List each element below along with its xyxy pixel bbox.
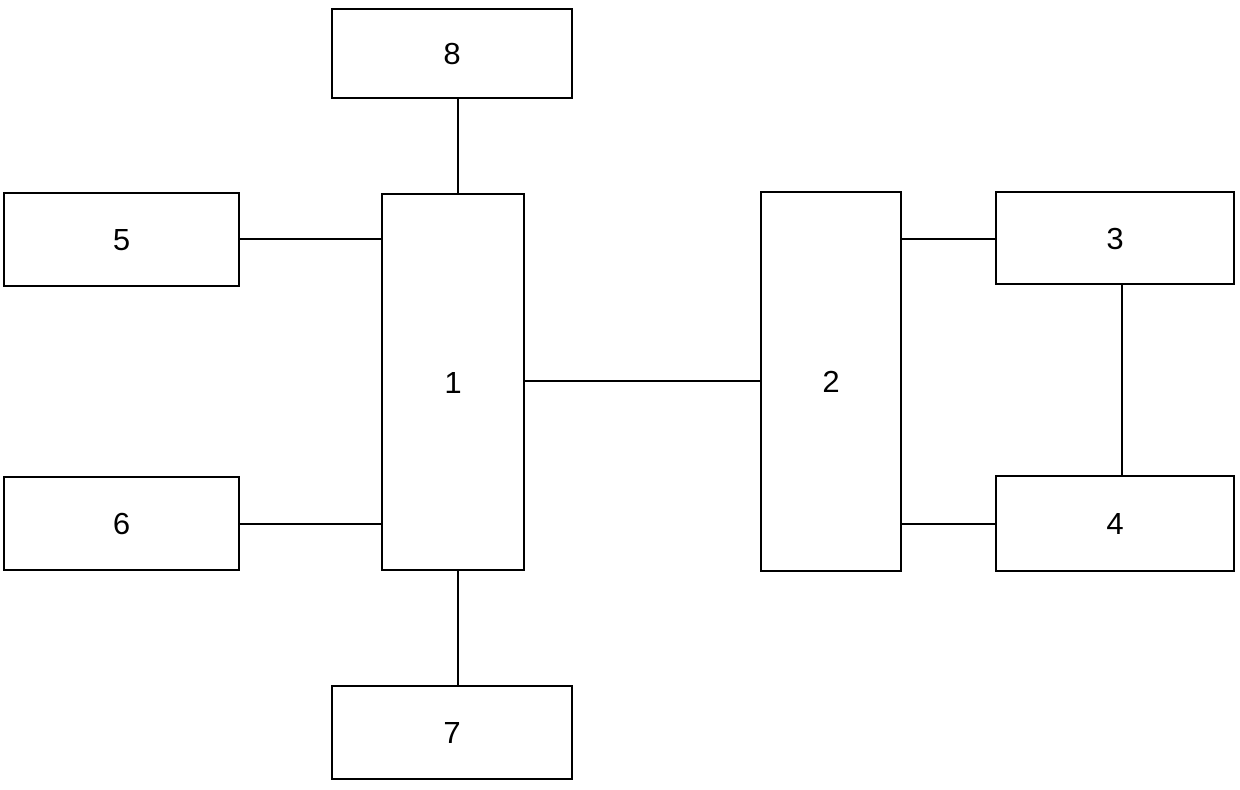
connector-2-to-4: [901, 523, 996, 525]
block-node-5-label: 5: [112, 222, 131, 257]
connector-2-to-3: [901, 238, 996, 240]
block-node-2[interactable]: 2: [760, 191, 902, 572]
block-node-7[interactable]: 7: [331, 685, 573, 780]
connector-3-to-4: [1121, 284, 1123, 476]
block-node-3[interactable]: 3: [995, 191, 1235, 285]
block-node-8-label: 8: [443, 36, 461, 71]
block-node-3-label: 3: [1106, 220, 1124, 256]
block-node-2-label: 2: [822, 364, 840, 399]
connector-5-to-1: [240, 238, 382, 240]
block-node-1-label: 1: [444, 364, 462, 400]
block-node-6-label: 6: [112, 506, 131, 541]
block-node-8[interactable]: 8: [331, 8, 573, 99]
connector-8-to-1: [457, 99, 459, 194]
block-node-4-label: 4: [1106, 506, 1124, 541]
connector-1-to-7: [457, 570, 459, 686]
block-node-7-label: 7: [443, 715, 461, 750]
connector-6-to-1: [240, 523, 382, 525]
block-node-1[interactable]: 1: [381, 193, 525, 571]
block-node-5[interactable]: 5: [3, 192, 240, 287]
block-node-6[interactable]: 6: [3, 476, 240, 571]
block-node-4[interactable]: 4: [995, 475, 1235, 572]
connector-1-to-2: [524, 380, 761, 382]
